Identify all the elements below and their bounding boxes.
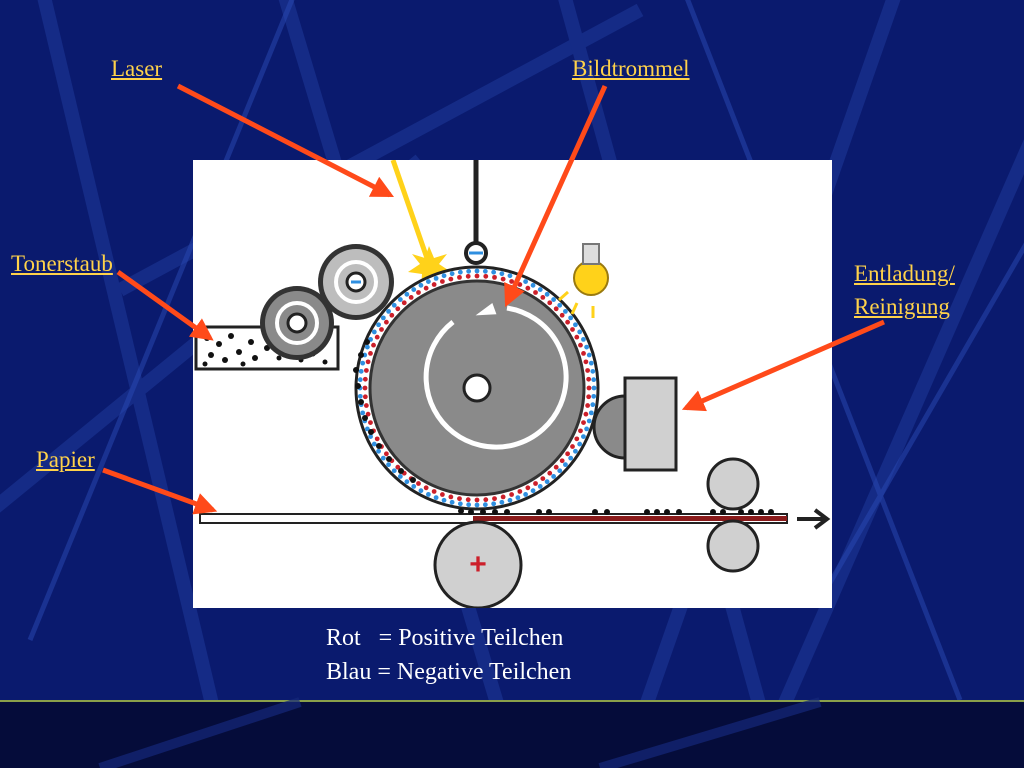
label-entladung[interactable]: Entladung/ Reinigung	[854, 257, 955, 323]
label-tonerstaub[interactable]: Tonerstaub	[11, 251, 113, 276]
fuser-rollers	[706, 457, 760, 573]
plus-sign: +	[469, 548, 487, 581]
paper-sheet	[199, 508, 788, 524]
label-bildtrommel[interactable]: Bildtrommel	[572, 56, 690, 81]
label-entladung-line2[interactable]: Reinigung	[854, 294, 950, 319]
paper-direction-arrow	[797, 508, 831, 530]
transfer-roller: +	[433, 520, 523, 608]
toner-gear-lower	[260, 286, 334, 360]
label-papier[interactable]: Papier	[36, 447, 95, 472]
printer-diagram: +	[194, 160, 831, 608]
printer-diagram-panel: +	[193, 160, 832, 608]
cleaning-unit	[592, 376, 678, 472]
label-entladung-line1[interactable]: Entladung/	[854, 261, 955, 286]
toner-gear-upper	[318, 244, 394, 320]
laser-beam	[390, 160, 432, 265]
label-laser[interactable]: Laser	[111, 56, 163, 81]
image-drum	[354, 265, 600, 511]
laser-flash	[408, 246, 451, 288]
legend-negative: Blau = Negative Teilchen	[326, 659, 572, 685]
legend-positive: Rot = Positive Teilchen	[326, 625, 564, 651]
toner-particles-drum	[353, 339, 416, 483]
